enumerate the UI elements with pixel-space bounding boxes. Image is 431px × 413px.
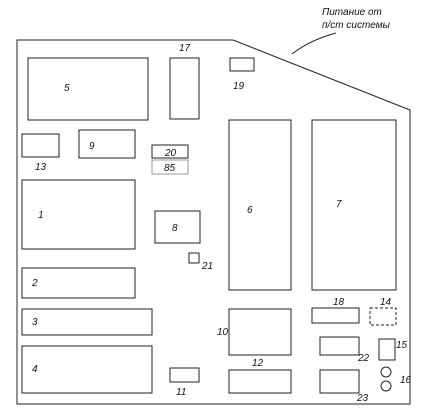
label-12: 12 [252,358,264,369]
component-14 [369,307,397,326]
component-3 [21,308,153,336]
component-9 [78,129,136,159]
component-10 [228,308,292,356]
label-13: 13 [35,162,47,173]
label-11: 11 [176,387,186,398]
component-12 [228,369,292,394]
component-6 [228,119,292,291]
component-15 [378,338,396,361]
component-16-bottom [380,380,392,392]
component-21 [188,252,200,264]
label-18: 18 [333,297,345,308]
component-11 [169,367,200,383]
annotation-line-2: п/ст системы [322,20,391,31]
component-2 [21,267,136,299]
annotation-line-1: Питание от [322,7,382,18]
component-16-top [380,366,392,378]
panel-outline [16,39,411,405]
label-23: 23 [356,393,369,404]
label-16: 16 [400,375,412,386]
label-15: 15 [396,340,408,351]
label-17: 17 [179,43,191,54]
component-23 [319,369,360,394]
component-18 [311,307,360,324]
label-21: 21 [201,261,213,272]
component-13 [21,133,60,158]
label-7: 7 [336,199,342,210]
component-8 [154,210,201,244]
label-14: 14 [380,297,392,308]
label-5: 5 [64,83,70,94]
component-17 [169,57,200,120]
label-19: 19 [233,81,245,92]
label-4: 4 [32,364,38,375]
label-20: 20 [164,148,177,159]
label-9: 9 [89,141,95,152]
component-4 [21,345,153,394]
component-22 [319,336,360,356]
component-20-sub [151,159,189,175]
component-7 [311,119,397,291]
label-8: 8 [172,223,178,234]
label-1: 1 [38,210,44,221]
label-20-sub: 85 [164,163,176,174]
label-6: 6 [247,205,253,216]
label-3: 3 [32,317,38,328]
component-5 [27,57,149,121]
label-10: 10 [217,327,229,338]
label-2: 2 [31,278,38,289]
component-1 [21,179,136,250]
component-19 [229,57,255,72]
annotation-leader-line [291,32,337,55]
component-20 [151,144,189,159]
label-22: 22 [357,353,370,364]
